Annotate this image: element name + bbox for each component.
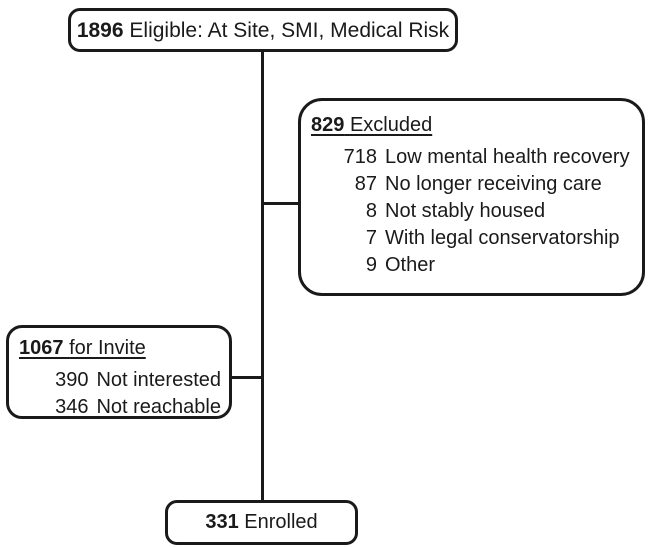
reason-label: With legal conservatorship: [385, 227, 620, 249]
reason-label: Not reachable: [96, 396, 221, 418]
reason-count: 390: [55, 369, 89, 391]
connector-invite-branch: [229, 376, 264, 379]
list-item: 7 With legal conservatorship: [311, 225, 634, 252]
reason-count: 718: [343, 146, 377, 168]
list-item: 8 Not stably housed: [311, 198, 634, 225]
enrolled-box-text: 331 Enrolled: [205, 509, 317, 536]
list-item: 390 Not interested: [19, 367, 221, 394]
list-item: 346 Not reachable: [19, 394, 221, 421]
eligible-box: 1896 Eligible: At Site, SMI, Medical Ris…: [68, 8, 458, 52]
invite-box-header: 1067 for Invite: [19, 335, 221, 362]
excluded-reasons-list: 718 Low mental health recovery 87 No lon…: [311, 144, 634, 279]
eligible-box-text: 1896 Eligible: At Site, SMI, Medical Ris…: [77, 17, 449, 44]
invite-count: 1067: [19, 337, 64, 359]
invite-reasons-list: 390 Not interested 346 Not reachable: [19, 367, 221, 421]
invite-label: for Invite: [69, 337, 146, 359]
enrolled-box: 331 Enrolled: [165, 500, 358, 545]
invite-box: 1067 for Invite 390 Not interested 346 N…: [6, 325, 232, 419]
list-item: 9 Other: [311, 252, 634, 279]
reason-label: Low mental health recovery: [385, 146, 630, 168]
connector-main-vertical: [261, 50, 264, 502]
enrolled-label: Enrolled: [244, 511, 318, 533]
list-item: 87 No longer receiving care: [311, 171, 634, 198]
enrolled-count: 331: [205, 511, 239, 533]
eligible-count: 1896: [76, 18, 124, 42]
reason-count: 7: [365, 227, 377, 249]
reason-label: No longer receiving care: [385, 173, 602, 195]
reason-label: Not stably housed: [385, 200, 546, 222]
reason-label: Other: [385, 254, 436, 276]
reason-count: 8: [365, 200, 377, 222]
excluded-label: Excluded: [349, 114, 433, 136]
connector-excluded-branch: [261, 202, 301, 205]
reason-label: Not interested: [96, 369, 221, 391]
reason-count: 87: [354, 173, 377, 195]
reason-count: 346: [55, 396, 89, 418]
reason-count: 9: [365, 254, 377, 276]
excluded-box-header: 829 Excluded: [311, 112, 634, 139]
excluded-count: 829: [311, 114, 345, 136]
list-item: 718 Low mental health recovery: [311, 144, 634, 171]
excluded-box: 829 Excluded 718 Low mental health recov…: [298, 98, 645, 296]
eligible-label: Eligible: At Site, SMI, Medical Risk: [129, 18, 450, 42]
